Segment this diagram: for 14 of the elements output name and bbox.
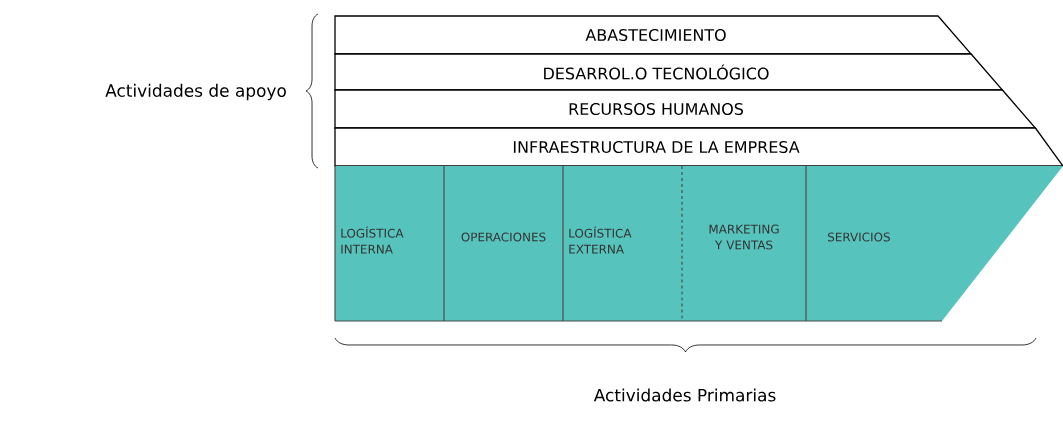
primary-activity-cell: OPERACIONES	[443, 165, 564, 322]
support-activity-band: INFRAESTRUCTURA DE LA EMPRESA	[334, 127, 1063, 167]
support-activity-band: DESARROL.O TECNOLÓGICO	[334, 53, 1004, 91]
support-activity-band: ABASTECIMIENTO	[334, 15, 973, 55]
support-activity-band: RECURSOS HUMANOS	[334, 89, 1037, 129]
node-label: OPERACIONES	[461, 232, 546, 242]
node-label: MARKETING Y VENTAS	[709, 224, 779, 250]
group-label: Actividades Primarias	[593, 388, 776, 402]
node-label: LOGÍSTICA INTERNA	[341, 226, 404, 254]
primary-activity-cell: LOGÍSTICA EXTERNA	[562, 165, 683, 322]
node-label: LOGÍSTICA EXTERNA	[569, 226, 632, 254]
primary-activity-cell: MARKETING Y VENTAS	[681, 165, 807, 322]
group-label: Actividades de apoyo	[105, 83, 286, 101]
primary-activity-cell: LOGÍSTICA INTERNA	[334, 165, 445, 322]
